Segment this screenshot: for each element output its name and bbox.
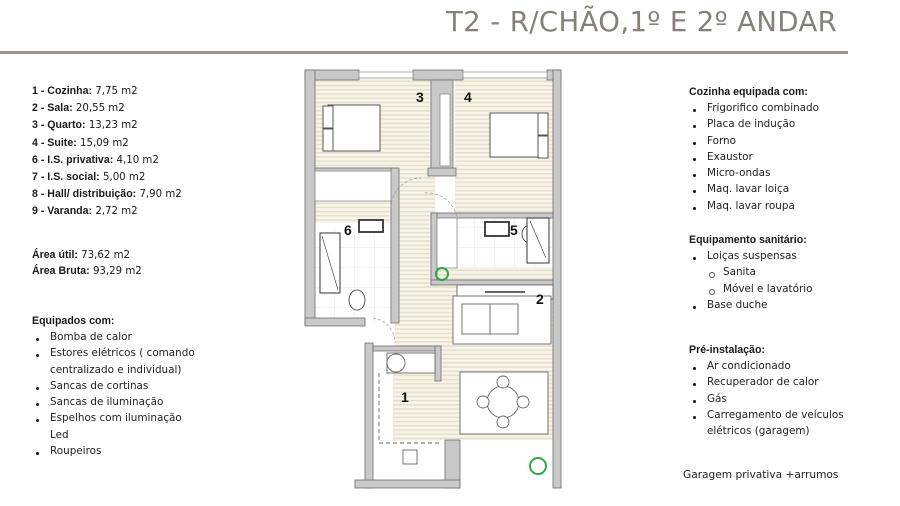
room-label-3: 3 [416,89,424,105]
list-item: Sancas de cortinas [32,378,195,394]
list-item: Ar condicionado [689,358,844,374]
area-totals: Área útil: 73,62 m2 Área Bruta: 93,29 m2 [32,248,142,279]
plant-icons [435,267,547,475]
equipped-section: Equipados com: Bomba de calor Estores el… [32,314,195,459]
list-item: Frigorifico combinado [689,100,819,116]
area-value: 7,75 m2 [95,86,138,97]
kitchen-units [378,352,441,465]
list-item: Exaustor [689,149,819,165]
area-value: 15,09 m2 [79,137,129,149]
area-label: 1 - Cozinha: [32,85,93,97]
area-label: 4 - Suite: [32,136,77,149]
area-label: 9 - Varanda: [32,205,93,218]
windows [358,71,548,79]
kitchen-heading: Cozinha equipada com: [689,86,808,98]
area-label: 6 - I.S. privativa: [32,153,114,166]
area-row: 4 - Suite: 15,09 m2 [32,135,182,152]
room-label-1: 1 [401,389,409,405]
door-swings [372,177,458,344]
gross-area: Área Bruta: 93,29 m2 [32,264,142,277]
area-row: 7 - I.S. social: 5,00 m2 [32,169,182,186]
list-item: Maq. lavar loiça [689,181,819,197]
beds [322,104,549,159]
kitchen-section: Cozinha equipada com: Frigorifico combin… [689,85,819,214]
area-value: 7,90 m2 [139,189,182,201]
area-label: 7 - I.S. social: [32,171,100,184]
title-divider [0,51,848,54]
area-value: 13,23 m2 [88,120,138,132]
sanitary-heading: Equipamento sanitário: [689,234,807,246]
list-item: Roupeiros [32,443,195,459]
area-value: 2,72 m2 [95,206,138,218]
room-label-4: 4 [464,89,472,105]
area-row: 6 - I.S. privativa: 4,10 m2 [32,152,182,169]
usable-area: Área útil: 73,62 m2 [32,249,130,261]
list-item: Sancas de iluminação [32,394,195,410]
list-item: Recuperador de calor [689,374,844,390]
list-item: Bomba de calor [32,329,195,345]
room-label-6: 6 [344,222,352,238]
list-item: Forno [689,133,819,149]
preinstall-heading: Pré-instalação: [689,344,765,356]
area-row: 2 - Sala: 20,55 m2 [32,100,182,117]
sub-list-item: Móvel e lavatório [689,281,812,297]
area-label: 3 - Quarto: [32,119,86,132]
list-item: Base duche [689,297,812,313]
area-label: 8 - Hall/ distribuição: [32,188,137,201]
list-item: Micro-ondas [689,165,819,181]
area-label: 2 - Sala: [32,102,73,115]
room-label-5: 5 [510,222,518,238]
sub-list-item: Sanita [689,264,812,280]
sanitary-section: Equipamento sanitário: Loiças suspensas … [689,233,812,313]
list-item: Placa de indução [689,116,819,132]
area-row: 8 - Hall/ distribuição: 7,90 m2 [32,186,182,203]
walls [304,69,562,489]
area-row: 9 - Varanda: 2,72 m2 [32,203,182,220]
floor-plan: 3 4 6 5 2 1 [295,68,575,493]
preinstall-section: Pré-instalação: Ar condicionado Recupera… [689,343,844,439]
list-item: Maq. lavar roupa [689,198,819,214]
garage-note: Garagem privativa +arrumos [683,469,839,481]
area-row: 3 - Quarto: 13,23 m2 [32,117,182,134]
area-row: 1 - Cozinha: 7,75 m2 [32,83,182,100]
list-item: Loiças suspensas [689,248,812,264]
living-furniture [452,284,554,435]
area-value: 5,00 m2 [102,172,146,184]
wardrobes [314,93,458,269]
room-label-2: 2 [536,291,544,307]
room-areas-list: 1 - Cozinha: 7,75 m2 2 - Sala: 20,55 m2 … [32,83,182,221]
area-value: 20,55 m2 [75,103,125,115]
list-item: Gás [689,391,844,407]
equipped-heading: Equipados com: [32,315,115,327]
area-value: 4,10 m2 [116,154,159,166]
page-title: T2 - R/CHÃO,1º E 2º ANDAR [446,6,838,38]
bath-fixtures [319,217,550,311]
